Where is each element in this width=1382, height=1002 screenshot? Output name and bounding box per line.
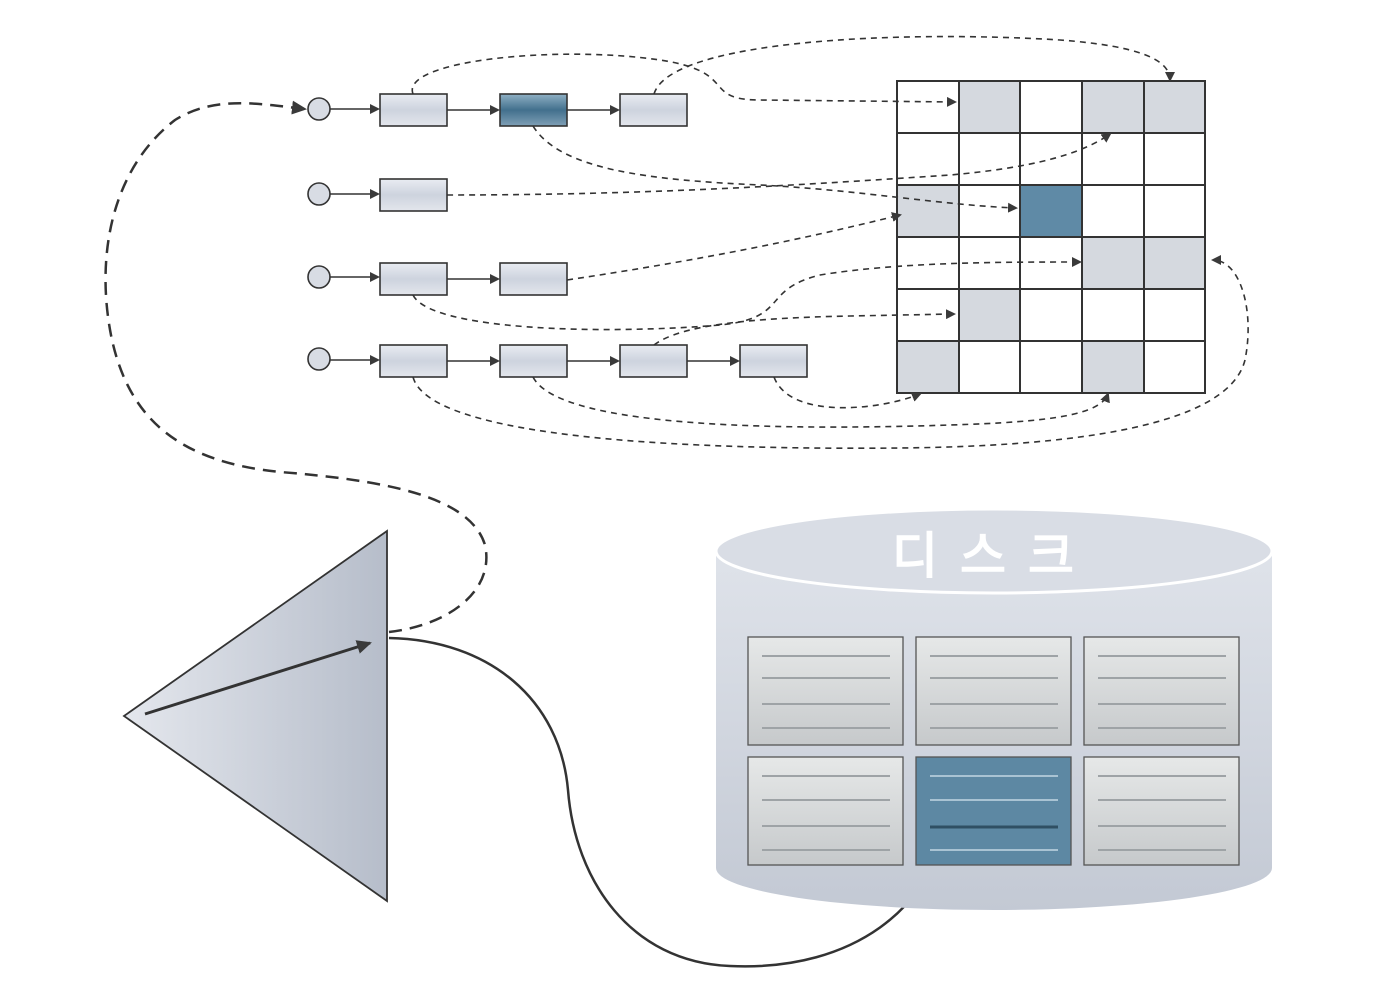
grid-cell-shaded xyxy=(897,185,959,237)
list-node xyxy=(379,262,448,296)
grid-cell-shaded xyxy=(1144,237,1205,289)
list-node xyxy=(499,262,568,296)
pointer-curves xyxy=(411,35,1249,450)
disk-block-lines xyxy=(762,655,1226,851)
pointer-curve xyxy=(532,125,1018,213)
linked-lists xyxy=(307,93,808,378)
list-node-highlighted xyxy=(499,93,568,127)
pointer-curve xyxy=(411,53,957,107)
triangle-to-disk-curve xyxy=(388,636,945,968)
grid-cell-shaded xyxy=(959,81,1020,133)
grid-cell-highlighted xyxy=(1020,185,1082,237)
pointer-curve xyxy=(653,309,956,346)
disk-block xyxy=(1083,756,1240,866)
pointer-curve xyxy=(412,257,1082,331)
grid-cell-shaded xyxy=(1082,237,1144,289)
grid-lines xyxy=(896,80,1206,394)
list-row-4 xyxy=(307,344,808,378)
disk-block xyxy=(747,756,904,866)
pointer-curve xyxy=(532,376,1110,428)
list-node xyxy=(379,178,448,212)
grid-cell-shaded xyxy=(1082,341,1144,393)
list-node xyxy=(379,344,448,378)
list-head-icon xyxy=(307,182,331,206)
pointer-curve xyxy=(412,255,1249,450)
pointer-curve xyxy=(566,212,902,281)
memory-grid xyxy=(896,80,1206,394)
grid-cell-shaded xyxy=(1082,81,1144,133)
list-head-icon xyxy=(307,347,331,371)
grid-shaded-cells xyxy=(897,81,1205,393)
list-node xyxy=(379,93,448,127)
disk-cylinder-icon xyxy=(714,507,1274,910)
pointer-curve xyxy=(653,35,1175,95)
list-node xyxy=(739,344,808,378)
pointer-curve xyxy=(773,376,922,409)
triangle-to-list-curve xyxy=(104,100,488,634)
grid-cell-shaded xyxy=(959,289,1020,341)
list-row-1 xyxy=(307,93,688,127)
disk-block-highlighted xyxy=(915,756,1072,866)
grid-cell-shaded xyxy=(1144,81,1205,133)
list-node xyxy=(619,344,688,378)
list-head-icon xyxy=(307,97,331,121)
list-node xyxy=(499,344,568,378)
list-row-2 xyxy=(307,178,448,212)
disk-label: 디스크 xyxy=(892,527,1096,585)
disk-block-highlighted-lines xyxy=(930,775,1058,851)
list-head-icon xyxy=(307,265,331,289)
list-node xyxy=(619,93,688,127)
grid-cell-shaded xyxy=(897,341,959,393)
triangle-pointer-icon xyxy=(122,529,388,903)
list-row-3 xyxy=(307,262,568,296)
